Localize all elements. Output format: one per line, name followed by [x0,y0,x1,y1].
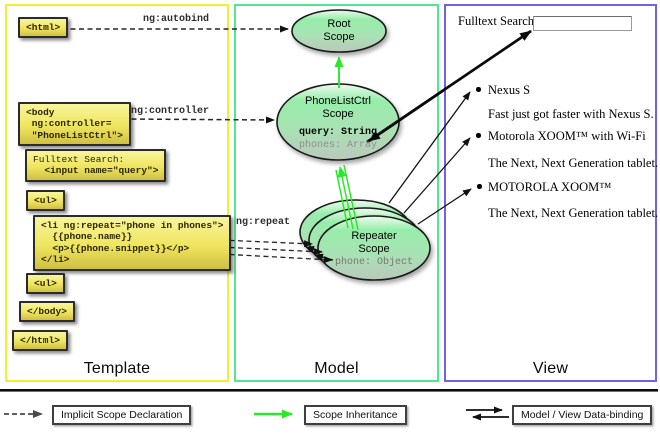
code-body-close: </body> [19,301,75,323]
code-fulltext-label: Fulltext Search: [33,154,125,165]
code-fulltext-input: <input name="query"> [33,165,159,177]
phonelistctrl-query-prop: query: String [298,127,377,138]
bullet-icon [476,87,481,92]
view-item-name: Motorola XOOM™ with Wi-Fi [488,129,646,143]
view-section-label: View [532,360,569,377]
code-fulltext-search: Fulltext Search: <input name="query"> [25,149,167,182]
repeater-phone-prop: phone: Object [334,257,413,268]
code-li-repeat: <li ng:repeat="phone in phones"> {{phone… [33,215,232,271]
ng-repeat-label: ng:repeat [236,217,291,228]
view-item-name: Nexus S [488,83,531,97]
view-item-snippet: The Next, Next Generation tablet. [488,156,659,170]
view-search-label: Fulltext Search: [458,14,538,28]
phonelistctrl-phones-prop: phones: Array [298,140,377,151]
legend-binding-arrows [466,406,509,421]
view-item-name: MOTOROLA XOOM™ [488,180,612,194]
template-section-label: Template [83,360,151,377]
bullet-icon [477,184,482,189]
code-html-open: <html> [18,17,69,39]
legend-implicit-label: Implicit Scope Declaration [52,405,192,425]
code-ul-open: <ul> [26,190,65,212]
code-ul-close: <ul> [26,273,65,295]
view-item-snippet: Fast just got faster with Nexus S. [488,107,654,121]
legend-binding-label: Model / View Data-binding [512,405,653,425]
code-body-open: <body ng:controller= "PhoneListCtrl"> [18,102,131,147]
phonelistctrl-scope-title: PhoneListCtrl Scope [304,95,372,120]
repeater-scope-title: Repeater Scope [351,230,397,255]
bullet-icon [476,133,481,138]
model-section-label: Model [314,360,359,377]
legend-inheritance-label: Scope Inheritance [304,405,407,425]
model-column [234,4,439,382]
view-item-snippet: The Next, Next Generation tablet. [488,206,659,220]
code-html-close: </html> [12,330,68,352]
ng-controller-label: ng:controller [131,106,210,117]
ng-autobind-label: ng:autobind [143,14,210,25]
legend-separator [0,389,658,392]
search-input[interactable] [533,16,632,31]
root-scope-title: Root Scope [323,18,355,43]
